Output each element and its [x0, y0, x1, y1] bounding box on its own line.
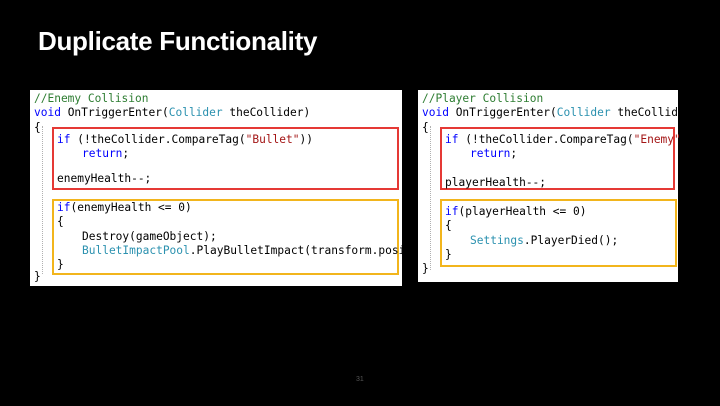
- indent-guide: [430, 126, 431, 270]
- page-number: 31: [356, 376, 364, 383]
- code-line-health-decrement: enemyHealth--;: [57, 172, 152, 185]
- code-line-health-decrement: playerHealth--;: [445, 176, 547, 189]
- code-line-inner-close-brace: }: [57, 258, 64, 271]
- code-line-signature: void OnTriggerEnter(Collider theCollider…: [34, 106, 311, 119]
- code-line-return: return;: [82, 147, 130, 160]
- code-line-comment: //Player Collision: [422, 92, 544, 105]
- code-line-comment: //Enemy Collision: [34, 92, 149, 105]
- code-line-signature: void OnTriggerEnter(Collider theCollider…: [422, 106, 699, 119]
- code-line-open-brace: {: [34, 121, 41, 134]
- code-line-open-brace: {: [422, 121, 429, 134]
- code-line-close-brace: }: [422, 262, 429, 275]
- code-line-if-health-check: if(enemyHealth <= 0): [57, 201, 192, 214]
- highlight-guard-clause-red: [52, 127, 399, 190]
- indent-guide: [42, 126, 43, 274]
- code-line-inner-open-brace: {: [445, 219, 452, 232]
- code-line-close-brace: }: [34, 270, 41, 283]
- highlight-death-check-yellow: [52, 199, 399, 275]
- code-line-inner-open-brace: {: [57, 215, 64, 228]
- code-line-inner-close-brace: }: [445, 248, 452, 261]
- code-line-if-compare-tag: if (!theCollider.CompareTag("Enemy")): [445, 133, 695, 146]
- code-line-destroy: Destroy(gameObject);: [82, 230, 217, 243]
- player-collision-code-panel: //Player Collision void OnTriggerEnter(C…: [418, 90, 698, 282]
- highlight-death-check-yellow: [440, 199, 677, 267]
- code-line-bullet-impact: BulletImpactPool.PlayBulletImpact(transf…: [82, 244, 446, 257]
- code-line-if-compare-tag: if (!theCollider.CompareTag("Bullet")): [57, 133, 313, 146]
- code-line-return: return;: [470, 147, 518, 160]
- code-line-player-died: Settings.PlayerDied();: [470, 234, 619, 247]
- code-line-if-health-check: if(playerHealth <= 0): [445, 205, 587, 218]
- highlight-guard-clause-red: [440, 127, 675, 190]
- slide-title: Duplicate Functionality: [38, 26, 318, 56]
- enemy-collision-code-panel: //Enemy Collision void OnTriggerEnter(Co…: [30, 90, 446, 286]
